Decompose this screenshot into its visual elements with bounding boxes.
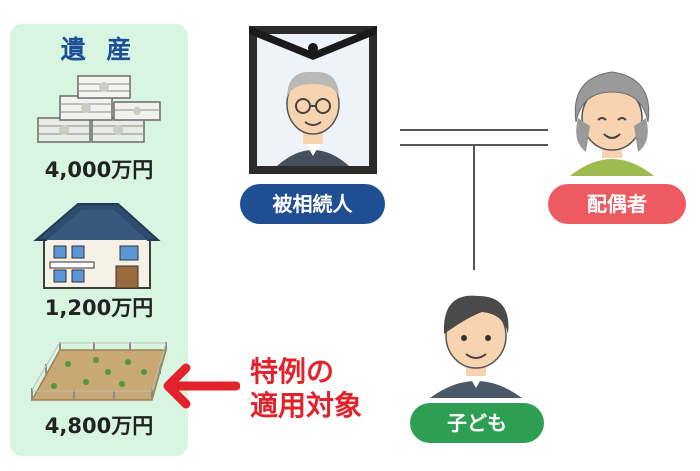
estate-title: 遺 産 bbox=[60, 35, 138, 64]
spouse-icon bbox=[570, 71, 654, 176]
spouse-label: 配偶者 bbox=[548, 184, 686, 224]
estate-panel: 遺 産 4,000万円 1,200万 bbox=[10, 24, 188, 456]
house-amount: 1,200万円 bbox=[44, 296, 154, 320]
land-amount: 4,800万円 bbox=[44, 414, 154, 438]
deceased-label: 被相続人 bbox=[240, 184, 385, 224]
child-label: 子ども bbox=[410, 403, 544, 443]
house-icon bbox=[33, 203, 161, 289]
special-note-line1: 特例の bbox=[250, 355, 335, 388]
child-icon bbox=[430, 295, 522, 398]
cash-icon bbox=[37, 75, 161, 143]
cash-amount: 4,000万円 bbox=[44, 158, 154, 182]
land-icon bbox=[30, 342, 167, 401]
special-provision-note: 特例の 適用対象 bbox=[250, 355, 362, 423]
special-note-line2: 適用対象 bbox=[250, 389, 363, 422]
deceased-portrait-icon bbox=[249, 26, 377, 174]
arrow-left-icon bbox=[163, 363, 240, 409]
